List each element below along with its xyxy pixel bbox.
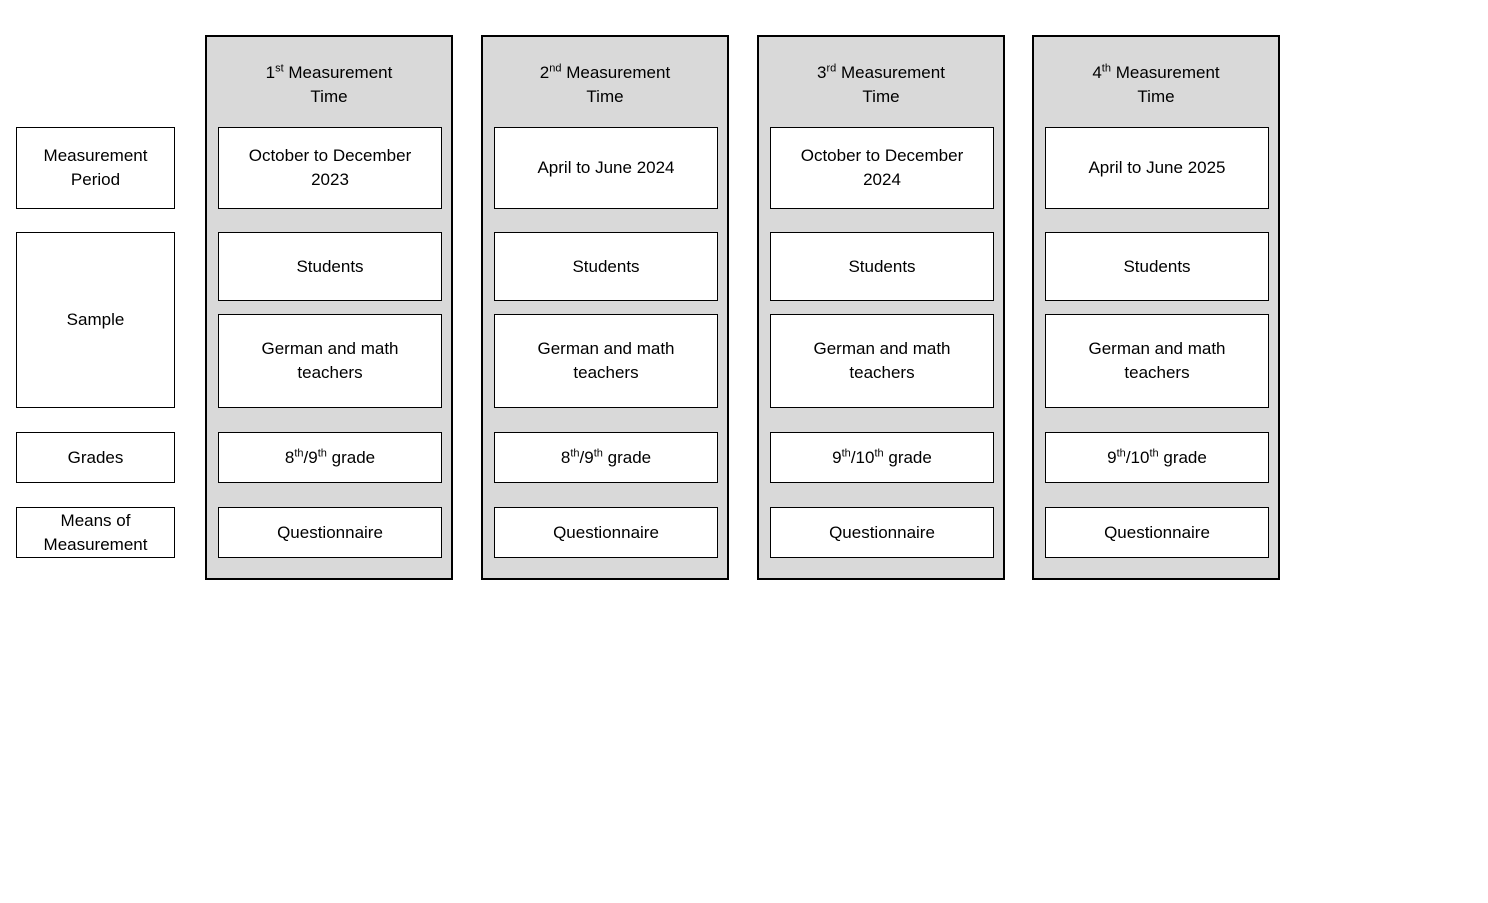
- grade-text: 9th/10th grade: [832, 446, 932, 470]
- measurement-column-4: 4th Measurement Time April to June 2025 …: [1032, 35, 1280, 580]
- header-number: 1: [265, 63, 276, 82]
- grade-rest: grade: [1158, 447, 1207, 467]
- column-2-header-line2: Time: [586, 87, 624, 106]
- column-3-header-line2: Time: [862, 87, 900, 106]
- row-label-grades: Grades: [16, 432, 175, 483]
- grade-sup2: th: [874, 446, 884, 459]
- teachers-box: German and math teachers: [770, 314, 994, 408]
- header-ordinal-suffix: nd: [549, 62, 562, 75]
- students-box: Students: [1045, 232, 1269, 301]
- grade-sup2: th: [1149, 446, 1159, 459]
- measurement-column-3: 3rd Measurement Time October to December…: [757, 35, 1005, 580]
- grade-box: 8th/9th grade: [494, 432, 718, 483]
- header-title: Measurement: [283, 63, 393, 82]
- teachers-box: German and math teachers: [218, 314, 442, 408]
- header-title: Measurement: [561, 63, 671, 82]
- grade-box: 9th/10th grade: [770, 432, 994, 483]
- header-ordinal-suffix: rd: [826, 62, 837, 75]
- students-box: Students: [770, 232, 994, 301]
- teachers-box: German and math teachers: [494, 314, 718, 408]
- grade-sup1: th: [570, 446, 580, 459]
- questionnaire-box: Questionnaire: [494, 507, 718, 558]
- column-3-header: 3rd Measurement Time: [759, 61, 1003, 109]
- grade-sup2: th: [593, 446, 603, 459]
- grade-box: 9th/10th grade: [1045, 432, 1269, 483]
- column-1-header: 1st Measurement Time: [207, 61, 451, 109]
- column-2-header: 2nd Measurement Time: [483, 61, 727, 109]
- column-4-header-line1: 4th Measurement: [1092, 63, 1219, 82]
- students-box: Students: [218, 232, 442, 301]
- column-3-header-line1: 3rd Measurement: [817, 63, 945, 82]
- grade-sup1: th: [1116, 446, 1126, 459]
- grade-box: 8th/9th grade: [218, 432, 442, 483]
- row-label-sample: Sample: [16, 232, 175, 408]
- grade-num1: 9: [1107, 447, 1117, 467]
- grade-sup2: th: [317, 446, 327, 459]
- students-box: Students: [494, 232, 718, 301]
- column-1-header-line2: Time: [310, 87, 348, 106]
- grade-num2: /9: [579, 447, 594, 467]
- header-number: 2: [539, 63, 550, 82]
- period-box: April to June 2024: [494, 127, 718, 209]
- grade-text: 8th/9th grade: [561, 446, 651, 470]
- grade-text: 8th/9th grade: [285, 446, 375, 470]
- period-box: April to June 2025: [1045, 127, 1269, 209]
- column-1-header-line1: 1st Measurement: [266, 63, 393, 82]
- header-number: 4: [1092, 63, 1102, 82]
- grade-text: 9th/10th grade: [1107, 446, 1207, 470]
- grade-sup1: th: [841, 446, 851, 459]
- questionnaire-box: Questionnaire: [770, 507, 994, 558]
- grade-num2: /9: [303, 447, 318, 467]
- measurement-column-2: 2nd Measurement Time April to June 2024 …: [481, 35, 729, 580]
- grade-rest: grade: [326, 447, 376, 467]
- period-box: October to December 2023: [218, 127, 442, 209]
- column-4-header-line2: Time: [1137, 87, 1175, 106]
- grade-num1: 9: [832, 447, 842, 467]
- header-number: 3: [817, 63, 827, 82]
- period-box: October to December 2024: [770, 127, 994, 209]
- header-ordinal-suffix: st: [275, 62, 284, 75]
- grade-rest: grade: [602, 447, 652, 467]
- grade-num2: /10: [1125, 447, 1150, 467]
- grade-sup1: th: [294, 446, 304, 459]
- teachers-box: German and math teachers: [1045, 314, 1269, 408]
- grade-num2: /10: [850, 447, 875, 467]
- header-ordinal-suffix: th: [1101, 62, 1111, 75]
- header-title: Measurement: [1110, 63, 1220, 82]
- measurement-column-1: 1st Measurement Time October to December…: [205, 35, 453, 580]
- grade-num1: 8: [560, 447, 571, 467]
- questionnaire-box: Questionnaire: [1045, 507, 1269, 558]
- grade-rest: grade: [883, 447, 932, 467]
- column-4-header: 4th Measurement Time: [1034, 61, 1278, 109]
- row-label-measurement-period: Measurement Period: [16, 127, 175, 209]
- header-title: Measurement: [836, 63, 945, 82]
- row-label-means-of-measurement: Means of Measurement: [16, 507, 175, 558]
- questionnaire-box: Questionnaire: [218, 507, 442, 558]
- column-2-header-line1: 2nd Measurement: [540, 63, 670, 82]
- grade-num1: 8: [284, 447, 295, 467]
